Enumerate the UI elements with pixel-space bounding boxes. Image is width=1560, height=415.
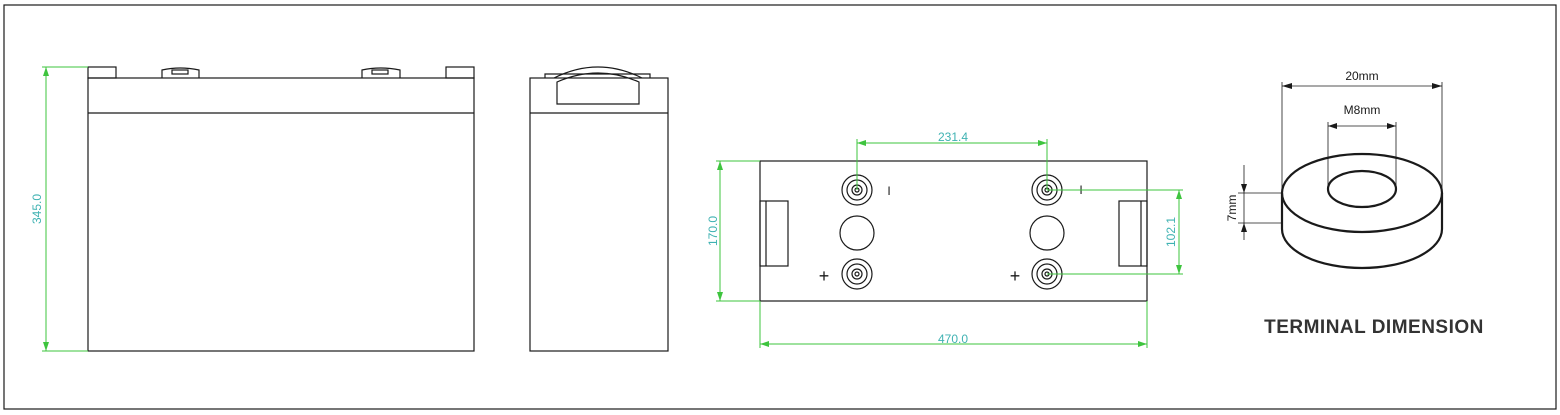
positive-mark-left: +	[819, 266, 830, 286]
depth-dimension	[716, 160, 760, 302]
terminal-row-label: 102.1	[1164, 217, 1178, 247]
terminal-spacing-dimension	[856, 139, 1048, 190]
negative-mark-left: I	[887, 184, 890, 198]
bolt-size-dimension	[1327, 122, 1397, 189]
length-label: 470.0	[938, 332, 968, 346]
front-view: 345.0	[30, 66, 475, 352]
top-left-handle	[759, 200, 789, 267]
front-right-tab	[445, 66, 475, 79]
front-body	[87, 77, 475, 352]
side-body	[529, 77, 669, 352]
front-terminal-left	[161, 67, 200, 78]
length-dimension	[759, 301, 1148, 348]
top-right-handle	[1118, 200, 1148, 267]
outer-diameter-dimension	[1281, 82, 1443, 193]
vent-cap-left	[839, 215, 875, 251]
terminal-detail: 20mm M8mm 7mm TERMINAL DIMENSION	[1225, 69, 1484, 338]
terminal-ring-side	[1280, 193, 1444, 270]
thickness-dimension	[1238, 165, 1282, 240]
height-dimension	[42, 66, 88, 352]
terminal-bolt-hole	[1326, 169, 1398, 209]
depth-label: 170.0	[706, 216, 720, 246]
terminal-ring-top	[1280, 152, 1444, 234]
terminal-lower-left	[841, 258, 873, 290]
drawing-frame	[3, 4, 1557, 410]
top-view: I I + + 231.4 170.0 102	[706, 130, 1183, 348]
bolt-size-label: M8mm	[1344, 103, 1381, 117]
terminal-spacing-label: 231.4	[938, 130, 968, 144]
positive-mark-right: +	[1010, 266, 1021, 286]
thickness-label: 7mm	[1225, 195, 1239, 222]
vent-cap-right	[1029, 215, 1065, 251]
side-view	[529, 66, 669, 352]
front-left-tab	[87, 66, 117, 79]
height-label: 345.0	[30, 194, 44, 224]
side-handle	[544, 66, 651, 105]
front-terminal-right	[361, 67, 401, 78]
outer-diameter-label: 20mm	[1345, 69, 1378, 83]
terminal-row-dimension	[1047, 189, 1183, 275]
terminal-dimension-title: TERMINAL DIMENSION	[1264, 317, 1484, 338]
